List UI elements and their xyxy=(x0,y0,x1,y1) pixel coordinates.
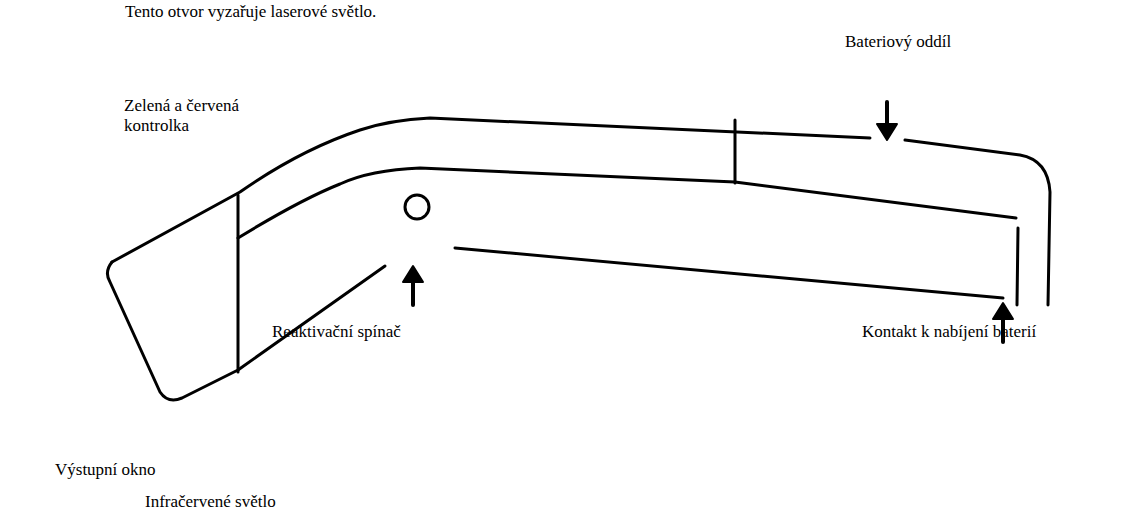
arrow-head xyxy=(403,266,423,282)
section-line xyxy=(237,195,240,372)
part-label: Zelená a červená kontrolka xyxy=(124,96,264,136)
battery-compartment-line xyxy=(734,120,737,183)
note-text: Tento otvor vyzařuje laserové světlo. xyxy=(125,2,376,22)
reactivation-switch xyxy=(405,195,429,219)
housing-outline xyxy=(905,140,1050,305)
charging-contact-line xyxy=(1017,228,1018,305)
housing-outline xyxy=(112,118,870,262)
part-label: Infračervené světlo xyxy=(145,492,276,512)
arrow-head xyxy=(877,124,897,140)
part-label: Kontakt k nabíjení baterií xyxy=(862,322,1036,342)
arrow-head xyxy=(993,303,1013,319)
housing-seam xyxy=(238,168,1016,238)
part-label: Výstupní okno xyxy=(55,460,156,480)
part-label: Reaktivační spínač xyxy=(272,322,401,342)
part-label: Bateriový oddíl xyxy=(845,32,951,52)
housing-outline xyxy=(455,248,1003,298)
